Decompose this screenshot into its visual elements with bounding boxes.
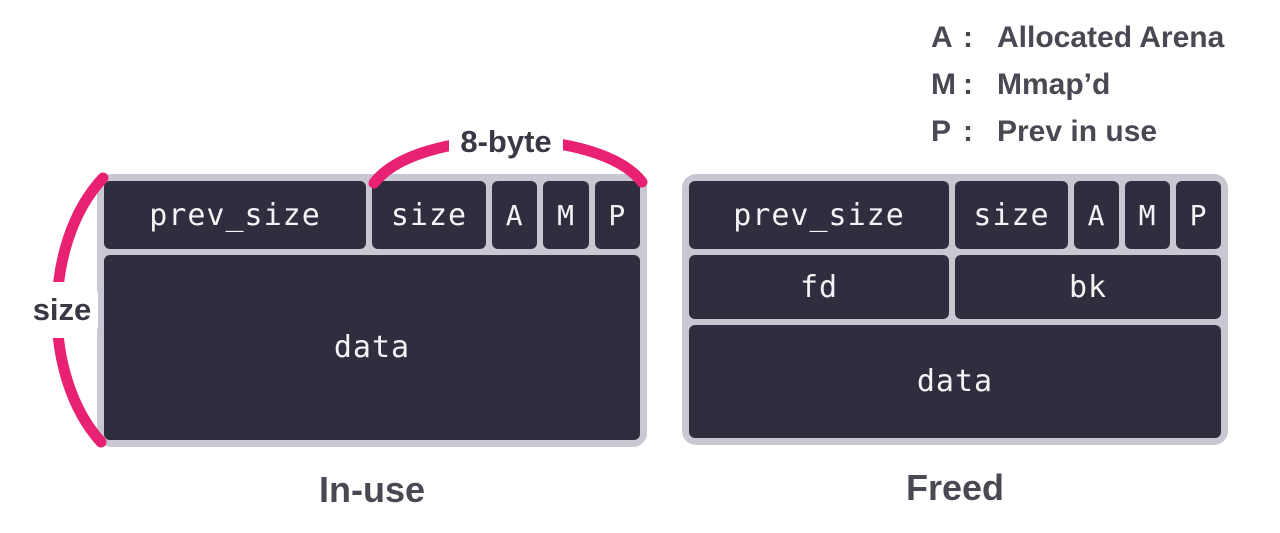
in-use-chunk: prev_size size A M P data [97, 174, 647, 447]
legend-row-m: M : Mmap’d [931, 69, 1224, 100]
legend-row-a: A : Allocated Arena [931, 22, 1224, 53]
inuse-cell-data: data [104, 255, 640, 440]
legend-key-a: A [931, 21, 953, 54]
legend-colon: : [963, 68, 973, 101]
freed-cell-flag-a: A [1074, 181, 1119, 249]
inuse-cell-size: size [372, 181, 486, 249]
legend-label-m: Mmap’d [997, 68, 1111, 101]
freed-cell-flag-p: P [1176, 181, 1221, 249]
freed-cell-data: data [689, 325, 1221, 438]
inuse-cell-flag-a: A [492, 181, 538, 249]
legend-row-p: P : Prev in use [931, 116, 1224, 147]
inuse-cell-prev-size: prev_size [104, 181, 366, 249]
legend-colon: : [963, 115, 973, 148]
freed-cell-prev-size: prev_size [689, 181, 949, 249]
inuse-cell-flag-p: P [594, 181, 640, 249]
freed-cell-flag-m: M [1125, 181, 1170, 249]
freed-cell-bk: bk [955, 255, 1221, 319]
in-use-caption: In-use [318, 469, 425, 510]
freed-chunk: prev_size size A M P fd bk data [682, 174, 1228, 445]
freed-caption: Freed [905, 467, 1005, 508]
legend-key-p: P [931, 115, 952, 148]
flag-legend: A : Allocated Arena M : Mmap’d P : Prev … [931, 22, 1224, 163]
eight-byte-label: 8-byte [449, 116, 563, 168]
legend-label-p: Prev in use [997, 115, 1158, 148]
freed-cell-size: size [955, 181, 1068, 249]
legend-key-m: M [931, 68, 956, 101]
inuse-cell-flag-m: M [543, 181, 589, 249]
legend-label-a: Allocated Arena [997, 21, 1225, 54]
legend-colon: : [963, 21, 973, 54]
freed-cell-fd: fd [689, 255, 949, 319]
size-span-label: size [26, 282, 98, 338]
